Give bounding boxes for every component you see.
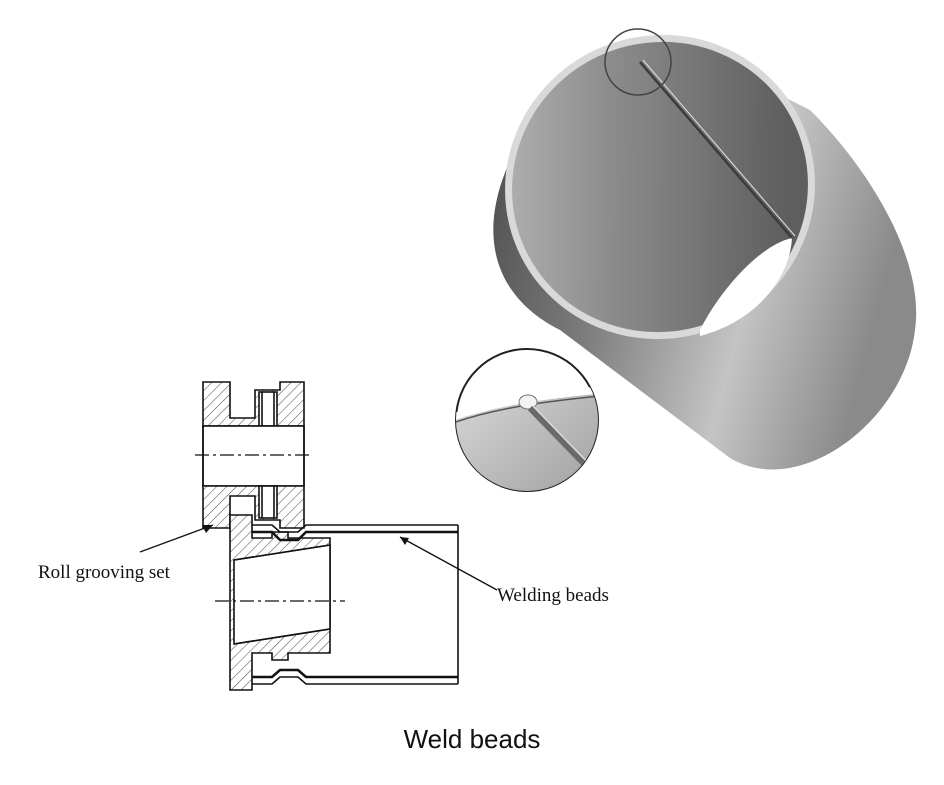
welding-beads-label: Welding beads bbox=[497, 585, 609, 606]
welding-beads-leader bbox=[399, 536, 498, 591]
figure-caption: Weld beads bbox=[403, 724, 541, 754]
upper-roll-bottom bbox=[202, 485, 305, 529]
tube-wall-top bbox=[252, 524, 458, 533]
inner-weld-seam bbox=[639, 61, 793, 239]
cross-section-drawing bbox=[139, 381, 498, 691]
tube-3d bbox=[493, 28, 917, 470]
weld-bead-zoom-bubble bbox=[455, 348, 599, 492]
tube-far-end-light bbox=[700, 238, 792, 336]
upper-roll-top bbox=[202, 381, 305, 427]
tube-wall-bottom bbox=[252, 668, 458, 679]
roll-grooving-set-label: Roll grooving set bbox=[38, 562, 170, 583]
detail-callout-circle bbox=[604, 28, 672, 96]
roll-grooving-leader bbox=[139, 524, 214, 553]
